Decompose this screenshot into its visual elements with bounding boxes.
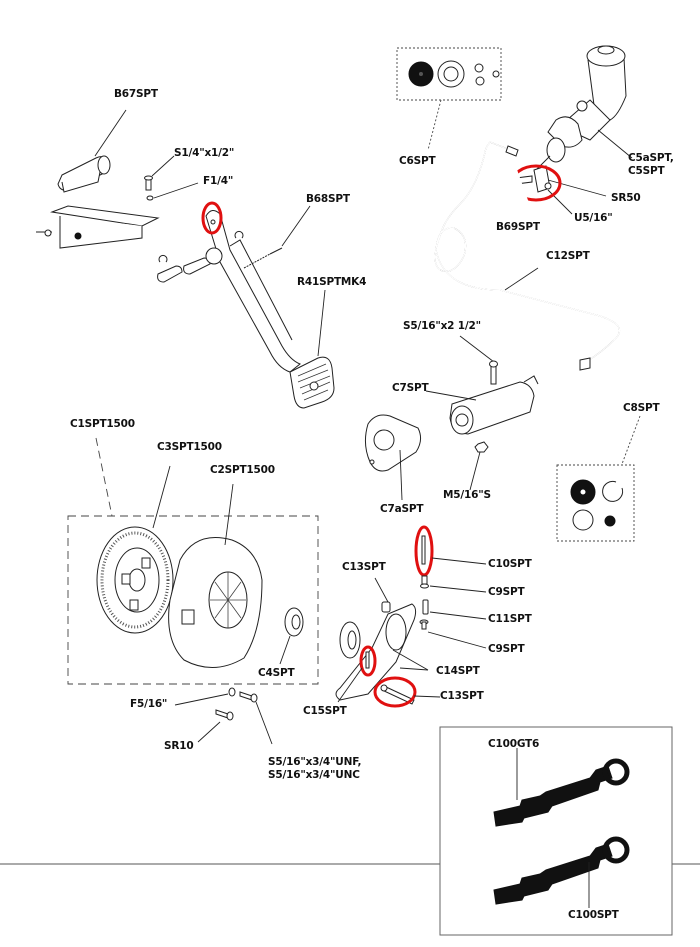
master-cylinder-c5[interactable] <box>533 45 627 173</box>
clutch-kit-group <box>67 437 319 685</box>
label-m516s: M5/16"S <box>443 489 491 501</box>
highlight-pedal-pivot <box>201 201 223 235</box>
label-b68spt: B68SPT <box>306 193 350 205</box>
label-c7spt: C7SPT <box>392 382 429 394</box>
label-c14spt: C14SPT <box>436 665 480 677</box>
label-sr50: SR50 <box>611 192 641 204</box>
label-c4spt: C4SPT <box>258 667 295 679</box>
label-b69spt: B69SPT <box>496 221 540 233</box>
label-c13spt-top: C13SPT <box>342 561 386 573</box>
highlight-c15spt <box>359 645 377 677</box>
label-c15spt: C15SPT <box>303 705 347 717</box>
label-c10spt: C10SPT <box>488 558 532 570</box>
release-bearing-c4spt[interactable] <box>284 607 304 637</box>
bolt-s516x212[interactable] <box>489 360 498 385</box>
pedal-pad-r41[interactable] <box>289 356 335 409</box>
screw-c9spt-b[interactable] <box>419 619 429 630</box>
clutch-pedal[interactable] <box>205 210 301 373</box>
bolt-sr10[interactable] <box>215 709 234 721</box>
pin-c13spt-bottom[interactable] <box>380 684 415 705</box>
seal-kit-c6spt-box <box>396 47 502 101</box>
bearing-carrier[interactable] <box>339 621 361 659</box>
label-c100spt: C100SPT <box>568 909 619 921</box>
label-c3spt1500: C3SPT1500 <box>157 441 222 453</box>
label-r41sptmk4: R41SPTMK4 <box>297 276 367 288</box>
hardware-group <box>174 687 273 745</box>
highlight-c13spt-bottom <box>373 676 417 708</box>
pin-c15spt[interactable] <box>365 651 370 669</box>
label-c100gt6: C100GT6 <box>488 738 540 750</box>
pedal-bracket-group <box>36 109 335 409</box>
label-c9spt-b: C9SPT <box>488 643 525 655</box>
label-u516: U5/16" <box>574 212 613 224</box>
bush-b67spt[interactable] <box>57 155 111 193</box>
label-c13spt-bottom: C13SPT <box>440 690 484 702</box>
washer-f516[interactable] <box>228 687 236 697</box>
nut-m516s[interactable] <box>474 441 489 453</box>
alignment-tool-box <box>439 726 673 936</box>
label-c8spt: C8SPT <box>623 402 660 414</box>
label-c7aspt: C7aSPT <box>380 503 424 515</box>
label-b67spt: B67SPT <box>114 88 158 100</box>
screw-c9spt-a[interactable] <box>420 575 429 589</box>
alignment-tool-c100gt6[interactable] <box>493 758 630 827</box>
seal-kit-c8spt[interactable] <box>570 479 624 531</box>
label-c9spt-a: C9SPT <box>488 586 525 598</box>
label-f516: F5/16" <box>130 698 168 710</box>
master-cylinder-group <box>396 45 633 371</box>
seal-kit-c8spt-box <box>556 464 635 542</box>
washer-f14[interactable] <box>146 195 154 201</box>
label-s14x12: S1/4"x1/2" <box>174 147 235 159</box>
pedal-bracket[interactable] <box>36 205 160 249</box>
slave-cylinder-c7spt[interactable] <box>449 375 539 435</box>
clutch-pipe-c12spt[interactable] <box>434 141 621 371</box>
seal-kit-c6spt[interactable] <box>408 60 500 88</box>
clutch-cover-c2spt1500[interactable] <box>168 537 263 669</box>
label-c11spt: C11SPT <box>488 613 532 625</box>
highlight-c10spt <box>414 525 434 577</box>
label-s516x212: S5/16"x2 1/2" <box>403 320 481 332</box>
label-sr10: SR10 <box>164 740 194 752</box>
label-c6spt: C6SPT <box>399 155 436 167</box>
alignment-tool-c100spt[interactable] <box>493 836 630 905</box>
label-c1spt1500: C1SPT1500 <box>70 418 135 430</box>
label-c5aspt-c5spt: C5aSPT, C5SPT <box>628 152 674 177</box>
pin-c11spt[interactable] <box>422 599 429 615</box>
label-c12spt: C12SPT <box>546 250 590 262</box>
pin-c10spt[interactable] <box>421 535 426 565</box>
bolt-s516x34[interactable] <box>239 691 258 703</box>
bush-c13spt-top[interactable] <box>381 601 391 613</box>
clutch-disc-c3spt1500[interactable] <box>96 526 174 634</box>
spring-b68spt[interactable] <box>243 247 283 269</box>
bracket-c7aspt[interactable] <box>364 414 422 472</box>
label-f14: F1/4" <box>203 175 234 187</box>
clutch-kit-c1spt1500-box <box>67 515 319 685</box>
slave-cylinder-group <box>364 335 641 542</box>
release-fork-group <box>335 525 487 708</box>
label-c2spt1500: C2SPT1500 <box>210 464 275 476</box>
screw-s14[interactable] <box>144 175 153 191</box>
label-s516x34-unf-unc: S5/16"x3/4"UNF, S5/16"x3/4"UNC <box>268 756 362 781</box>
